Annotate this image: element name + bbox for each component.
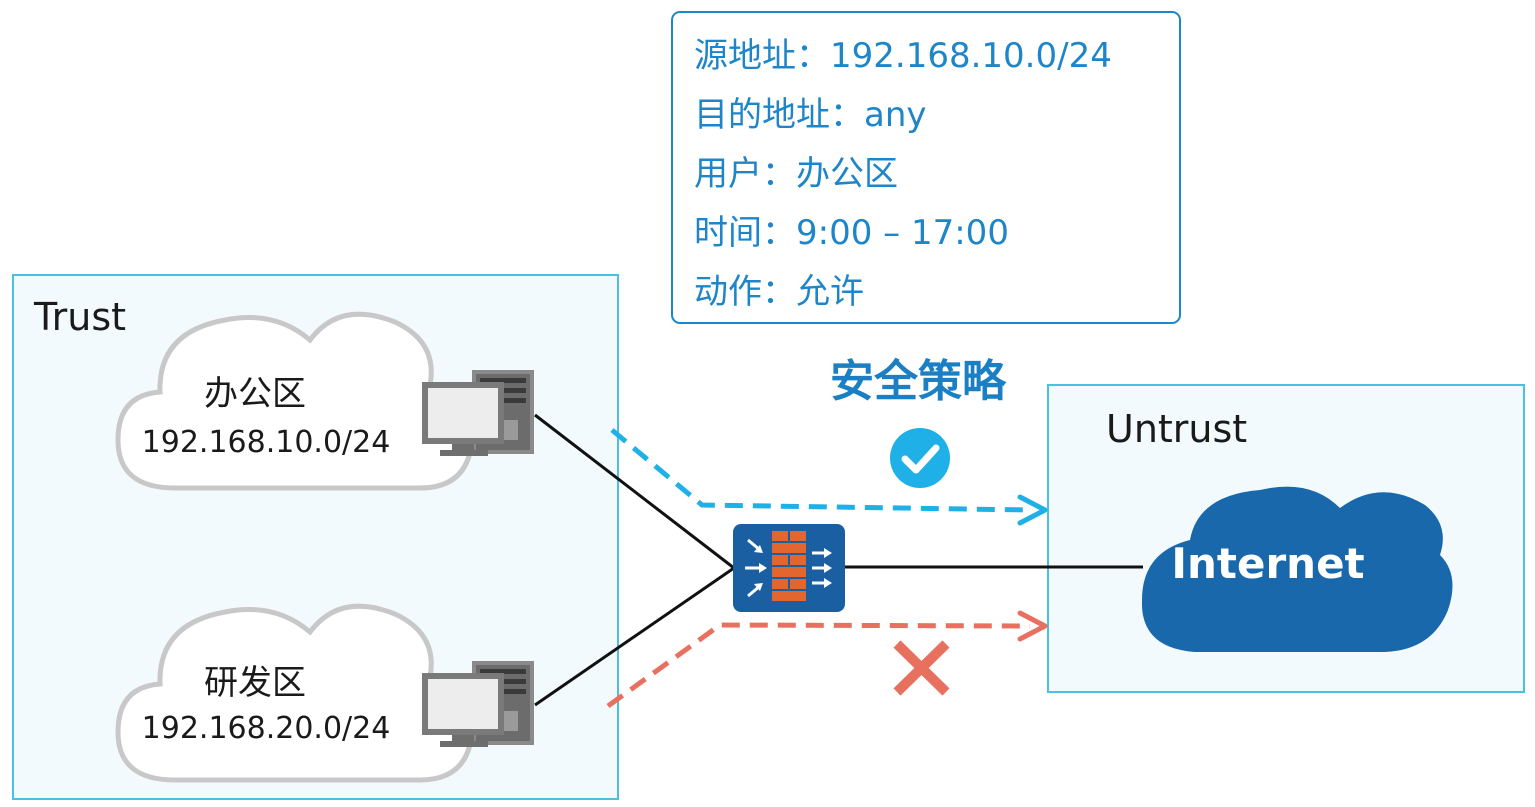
check-circle-icon (890, 428, 950, 488)
untrust-zone-label: Untrust (1106, 407, 1247, 451)
allowed-flow-arrow (610, 428, 1048, 526)
policy-row-action: 动作：允许 (694, 272, 864, 312)
policy-row-label: 目的地址： (694, 95, 864, 135)
internet-cloud-label: Internet (1171, 539, 1364, 588)
office-cloud-subnet: 192.168.10.0/24 (142, 425, 391, 460)
policy-row-label: 源地址： (694, 36, 830, 76)
rnd-link (534, 566, 735, 707)
cross-icon (893, 640, 950, 696)
policy-row-label: 动作： (694, 272, 796, 312)
rnd-cloud-name: 研发区 (204, 663, 306, 703)
denied-flow-arrow (606, 610, 1048, 709)
policy-row-value: 192.168.10.0/24 (830, 36, 1112, 76)
policy-row-time: 时间：9:00 – 17:00 (694, 213, 1009, 253)
policy-row-label: 时间： (694, 213, 796, 253)
rnd-pc-icon (422, 661, 534, 747)
firewall-icon (733, 524, 845, 612)
policy-title: 安全策略 (830, 356, 1007, 407)
office-link (534, 413, 735, 570)
office-pc-icon (422, 370, 534, 456)
policy-row-source: 源地址：192.168.10.0/24 (694, 36, 1112, 76)
internet-cloud (1141, 486, 1453, 652)
policy-row-label: 用户： (694, 154, 796, 194)
policy-row-value: 9:00 – 17:00 (796, 213, 1009, 253)
rnd-cloud-subnet: 192.168.20.0/24 (142, 711, 391, 746)
office-cloud-name: 办公区 (204, 374, 306, 414)
policy-row-destination: 目的地址：any (694, 95, 927, 135)
policy-row-user: 用户：办公区 (694, 154, 898, 194)
trust-zone-label: Trust (33, 295, 126, 339)
policy-rows: 源地址：192.168.10.0/24 目的地址：any 用户：办公区 时间：9… (694, 36, 1112, 312)
policy-row-value: 办公区 (796, 154, 898, 194)
policy-box (671, 11, 1181, 324)
policy-row-value: 允许 (796, 272, 864, 312)
policy-row-value: any (864, 95, 927, 135)
